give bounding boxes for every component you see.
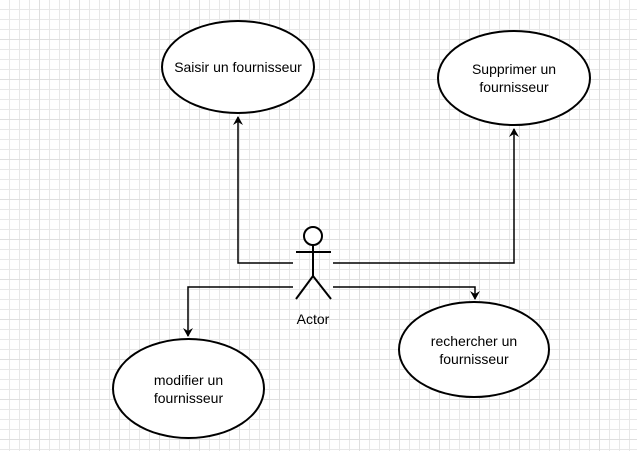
usecase-saisir-fournisseur[interactable]: Saisir un fournisseur [161,20,315,114]
connector-to-modifier[interactable] [183,286,293,337]
actor-head [303,226,323,246]
actor-figure[interactable] [295,226,332,300]
usecase-rechercher-fournisseur[interactable]: rechercher un fournisseur [398,301,550,398]
usecase-saisir-label: Saisir un fournisseur [174,59,302,75]
connector-to-rechercher[interactable] [333,286,480,300]
connector-to-supprimer[interactable] [333,128,519,264]
usecase-modifier-label: modifier un fournisseur [153,371,224,406]
actor-label: Actor [296,311,330,327]
connector-to-saisir[interactable] [233,116,293,264]
usecase-rechercher-label: rechercher un fournisseur [430,332,518,367]
usecase-supprimer-label: Supprimer un fournisseur [471,61,557,95]
usecase-modifier-fournisseur[interactable]: modifier un fournisseur [112,338,265,439]
usecase-supprimer-fournisseur[interactable]: Supprimer un fournisseur [437,30,591,126]
actor-left-leg [295,275,314,300]
actor-right-leg [312,275,332,300]
